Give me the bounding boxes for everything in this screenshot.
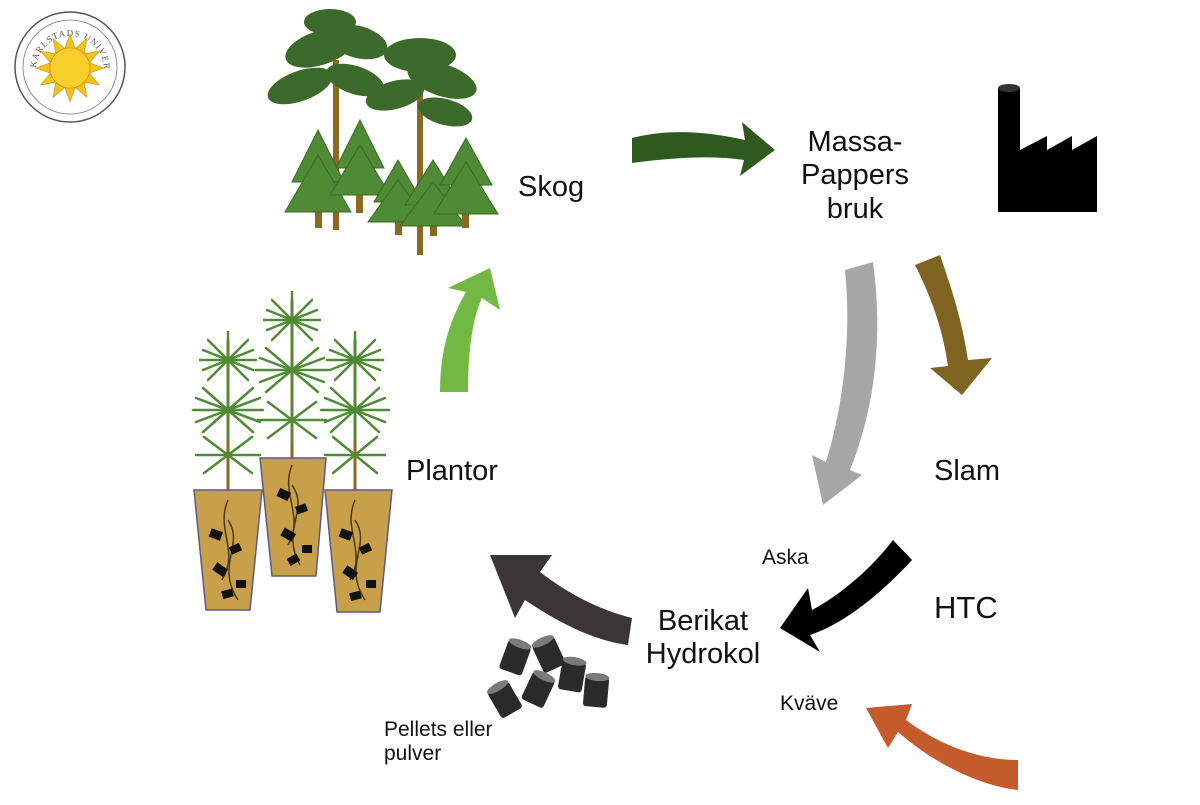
- label-pellets-eller-pulver: Pellets eller pulver: [384, 718, 493, 766]
- arrow-skog-to-bruk: [632, 122, 775, 176]
- arrow-htc-to-hydrokol: [780, 540, 912, 652]
- label-pellets-line1: Pellets eller: [384, 718, 493, 741]
- factory-icon: [998, 84, 1097, 212]
- label-aska: Aska: [762, 546, 809, 569]
- label-massa-line3: bruk: [826, 192, 884, 225]
- label-skog: Skog: [518, 171, 585, 203]
- label-htc: HTC: [934, 590, 998, 625]
- label-slam: Slam: [934, 455, 1001, 487]
- label-berikat-line2: Hydrokol: [645, 638, 761, 671]
- label-plantor: Plantor: [406, 455, 498, 487]
- label-massa-pappers-bruk: Massa- Pappers bruk: [790, 126, 920, 226]
- university-logo: KARLSTADS UNIVERSITET: [0, 0, 126, 123]
- label-kvave: Kväve: [780, 692, 839, 715]
- arrow-bruk-to-slam: [915, 255, 992, 395]
- arrow-hydrokol-to-plantor: [490, 555, 632, 645]
- forest-icon: [267, 9, 499, 255]
- label-massa-line2: Pappers: [800, 159, 909, 192]
- arrow-bruk-to-aska: [812, 262, 878, 505]
- sun-icon: [35, 33, 105, 103]
- pellets-icon: [486, 635, 610, 718]
- label-massa-line1: Massa-: [807, 126, 903, 158]
- label-berikat-line1: Berikat: [657, 605, 749, 637]
- arrow-kvave-to-hydrokol: [866, 704, 1018, 790]
- arrow-plantor-to-skog: [440, 268, 500, 392]
- seedlings-in-pots-icon: [191, 290, 393, 613]
- label-pellets-line2: pulver: [384, 742, 442, 766]
- label-berikat-hydrokol: Berikat Hydrokol: [628, 605, 778, 672]
